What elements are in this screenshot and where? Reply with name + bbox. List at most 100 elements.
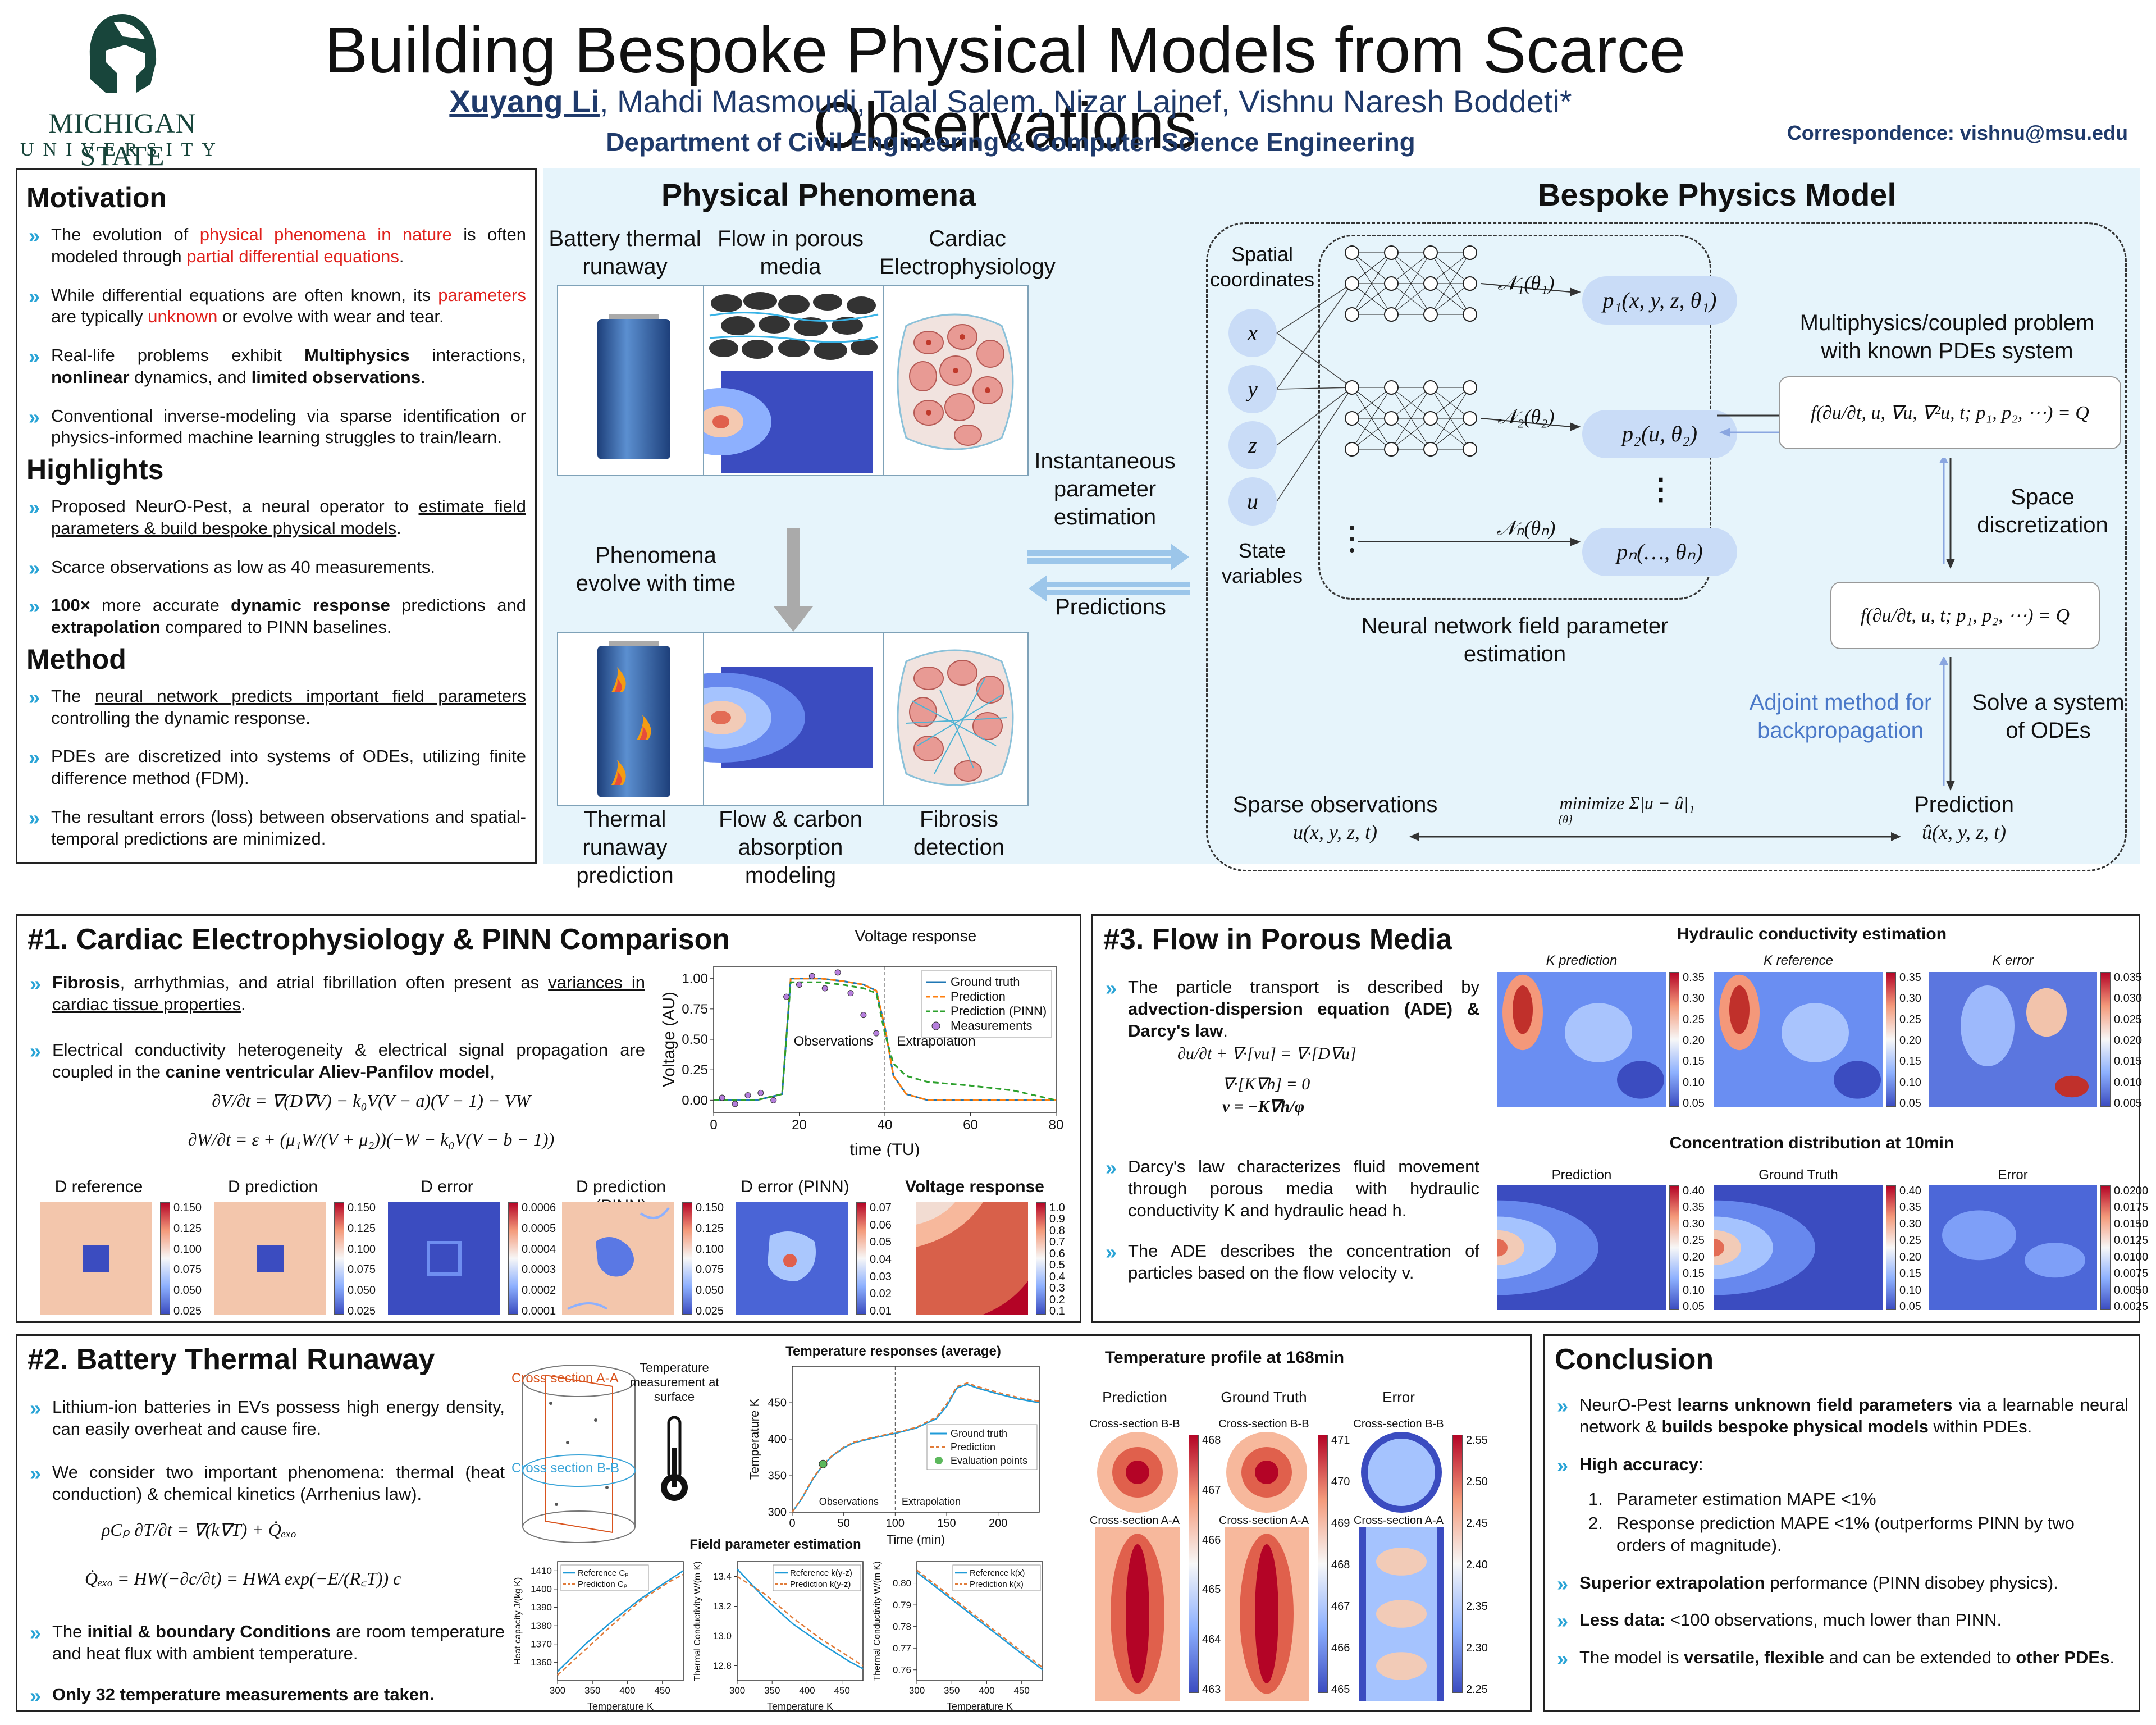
y-axis-label: Voltage (AU) bbox=[660, 992, 678, 1087]
hyd-label: K reference bbox=[1763, 953, 1834, 968]
colorbar-tick: 0.6 bbox=[1049, 1247, 1065, 1260]
concl-bullet-4: Less data: <100 observations, much lower… bbox=[1555, 1608, 2128, 1633]
colorbar-tick: 0.0200 bbox=[2114, 1185, 2149, 1197]
x-tick-label: 300 bbox=[550, 1685, 565, 1696]
bespoke-model-title: Bespoke Physics Model bbox=[1537, 177, 1896, 212]
colorbar-tick: 470 bbox=[1331, 1476, 1350, 1488]
colorbar-tick: 0.0150 bbox=[2114, 1217, 2149, 1230]
colorbar-tick: 0.05 bbox=[1899, 1300, 1921, 1313]
data-point bbox=[860, 1012, 867, 1019]
data-point bbox=[821, 985, 828, 992]
colorbar-tick: 0.025 bbox=[2114, 1013, 2143, 1026]
inst-param-label: Instantaneous parameter estimation bbox=[1034, 449, 1176, 530]
col-porous: Flow in porous media bbox=[717, 226, 864, 279]
x-tick-label: 40 bbox=[878, 1117, 893, 1133]
obs-annotation: Observations bbox=[794, 1034, 873, 1049]
colorbar-tick: 0.15 bbox=[1683, 1055, 1705, 1068]
pde-system-eq: f(∂u/∂t, u, ∇u, ∇²u, t; p₁, p₂, ⋯) = Q bbox=[1779, 376, 2121, 449]
colorbar-tick: 0.0001 bbox=[522, 1305, 556, 1317]
legend-box bbox=[773, 1564, 861, 1591]
double-arrow-icon bbox=[1027, 544, 1190, 602]
data-point bbox=[732, 1101, 738, 1107]
field-label: D prediction bbox=[227, 1178, 318, 1196]
hyd-colorbar bbox=[2100, 972, 2111, 1107]
data-point bbox=[847, 990, 854, 997]
hyd-map bbox=[1929, 972, 2097, 1107]
conc-map bbox=[1714, 1185, 1883, 1310]
colorbar-tick: 0.015 bbox=[2114, 1055, 2143, 1068]
series-line bbox=[737, 1576, 864, 1667]
colorbar-tick: 467 bbox=[1331, 1600, 1350, 1613]
colorbar-tick: 0.005 bbox=[2114, 1097, 2143, 1110]
sparse-obs-symbol: u(x, y, z, t) bbox=[1293, 821, 1377, 843]
concl-bullet-5: The model is versatile, flexible and can… bbox=[1555, 1646, 2128, 1671]
heatmap-region bbox=[257, 1245, 284, 1272]
x-tick-label: 50 bbox=[838, 1517, 850, 1530]
field-label: D reference bbox=[54, 1178, 143, 1196]
x-tick-label: 150 bbox=[937, 1517, 956, 1530]
phenomena-strip-top bbox=[557, 285, 1029, 476]
colorbar-tick: 0.0004 bbox=[522, 1243, 556, 1256]
cardiac-tissue-icon bbox=[897, 313, 1014, 450]
y-tick-label: 0.79 bbox=[893, 1600, 911, 1610]
heatmap-region bbox=[2025, 1243, 2085, 1278]
sec1-bullet-1: Fibrosis, arrhythmias, and atrial fibril… bbox=[28, 971, 645, 1016]
heatmap-region bbox=[983, 1281, 1028, 1315]
colorbar-tick: 0.35 bbox=[1683, 1201, 1705, 1214]
battery-cell bbox=[558, 286, 704, 475]
heatmap-region bbox=[1834, 1061, 1881, 1099]
y-tick-label: 1360 bbox=[531, 1657, 552, 1668]
battery-icon bbox=[597, 314, 670, 459]
hyd-colorbar bbox=[1669, 972, 1679, 1107]
y-tick-label: 0.80 bbox=[893, 1578, 911, 1589]
flow-cell bbox=[637, 633, 884, 805]
colorbar-tick: 0.02 bbox=[870, 1288, 892, 1300]
legend-label: Prediction (PINN) bbox=[951, 1004, 1047, 1018]
heatmap-region bbox=[1714, 1216, 1773, 1279]
tp-bb-label: Cross-section B-B bbox=[1353, 1418, 1444, 1430]
bot-thermal: Thermal runaway prediction bbox=[576, 807, 674, 888]
colorbar-tick: 0.25 bbox=[1683, 1234, 1705, 1247]
extra-annotation: Extrapolation bbox=[902, 1496, 961, 1507]
x-tick-label: 200 bbox=[989, 1517, 1007, 1530]
conc-label: Ground Truth bbox=[1758, 1167, 1838, 1183]
data-point bbox=[770, 1097, 777, 1103]
tp-label: Ground Truth bbox=[1221, 1389, 1307, 1405]
sec2-bullet-1: Lithium-ion batteries in EVs possess hig… bbox=[28, 1395, 505, 1440]
tp-disk bbox=[1359, 1430, 1444, 1514]
colorbar-tick: 0.40 bbox=[1683, 1185, 1705, 1197]
colorbar-tick: 0.35 bbox=[1683, 971, 1705, 984]
field-map bbox=[214, 1202, 326, 1315]
solve-label: Solve a system of ODEs bbox=[1972, 690, 2125, 743]
colorbar-tick: 0.150 bbox=[696, 1202, 724, 1214]
field-map bbox=[916, 1202, 1028, 1315]
x-axis-label: Temperature K bbox=[587, 1701, 654, 1712]
sec2-bullet-3: The initial & boundary Conditions are ro… bbox=[28, 1620, 505, 1665]
input-u: u bbox=[1228, 477, 1277, 526]
input-z: z bbox=[1228, 421, 1277, 469]
colorbar-tick: 466 bbox=[1331, 1642, 1350, 1654]
field-map bbox=[736, 1202, 848, 1315]
space-disc-label: Space discretization bbox=[1977, 485, 2108, 537]
legend-label: Prediction k(x) bbox=[970, 1580, 1024, 1589]
legend-box bbox=[926, 1424, 1038, 1470]
colorbar-tick: 0.0075 bbox=[2114, 1267, 2149, 1280]
legend-label: Reference Cₚ bbox=[578, 1568, 629, 1578]
correspondence: Correspondence: vishnu@msu.edu bbox=[1787, 121, 2128, 144]
field-map bbox=[388, 1202, 500, 1315]
motivation-bullet-1: The evolution of physical phenomena in n… bbox=[26, 223, 526, 268]
param-p2: p₂(u, θ₂) bbox=[1582, 410, 1737, 458]
data-point bbox=[796, 982, 802, 988]
sec1-title: #1. Cardiac Electrophysiology & PINN Com… bbox=[28, 923, 730, 956]
legend-label: Ground truth bbox=[951, 1428, 1007, 1439]
legend-label: Ground truth bbox=[951, 975, 1020, 989]
col-cardiac: Cardiac Electrophysiology bbox=[879, 226, 1056, 279]
evolve-label: Phenomena evolve with time bbox=[575, 543, 736, 596]
intro-panel: Motivation The evolution of physical phe… bbox=[16, 168, 537, 864]
sec3-eq3: v = −K∇h/φ bbox=[1222, 1097, 1305, 1116]
colorbar-tick: 0.10 bbox=[1899, 1284, 1921, 1297]
colorbar-tick: 0.0125 bbox=[2114, 1234, 2149, 1247]
heatmap-region bbox=[596, 1237, 634, 1277]
y-axis-label: Thermal Conductivity W/(m K) bbox=[693, 1561, 702, 1681]
